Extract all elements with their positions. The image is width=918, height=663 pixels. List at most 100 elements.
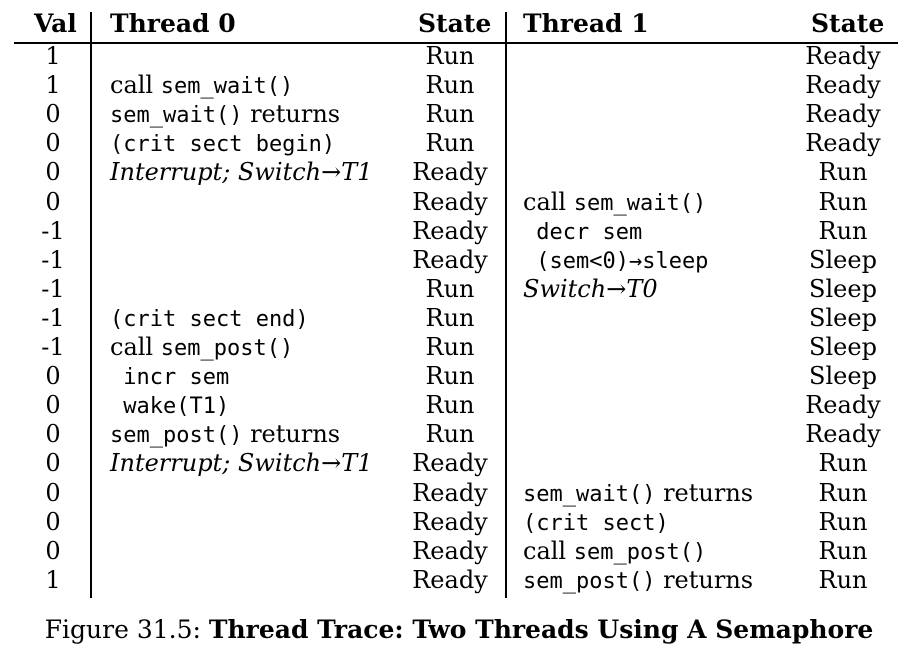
thread-0-state-cell: Run <box>425 100 475 129</box>
table-row: 0 incr sem Run Sleep <box>0 362 918 391</box>
event-text: (crit sect) <box>523 510 669 536</box>
semaphore-value-cell: 0 <box>45 449 61 478</box>
thread-0-event-cell: (crit sect begin) <box>110 129 335 158</box>
event-text: Interrupt; Switch→T1 <box>110 158 373 187</box>
thread-0-state-cell: Ready <box>412 187 488 216</box>
semaphore-value-cell: 0 <box>45 478 61 507</box>
thread-1-state-cell: Run <box>818 449 868 478</box>
thread-0-event-cell: wake(T1) <box>110 391 229 420</box>
thread-0-state-cell: Run <box>425 420 475 449</box>
thread-1-state-cell: Sleep <box>809 333 877 361</box>
header-thread-1: Thread 1 <box>523 9 649 38</box>
thread-0-state-cell: Run <box>425 362 475 391</box>
table-row: 0 Ready call sem_post() Run <box>0 537 918 566</box>
semaphore-value-cell: 1 <box>45 565 61 594</box>
semaphore-value-cell: -1 <box>41 245 65 274</box>
event-text: sem_wait() <box>160 74 294 100</box>
thread-0-state-cell: Run <box>425 129 475 158</box>
thread-1-state-cell: Ready <box>805 420 881 449</box>
event-text: decr sem <box>523 219 643 245</box>
thread-1-state-cell: Ready <box>805 391 881 420</box>
event-text: sem_post() <box>523 568 656 594</box>
event-text: call <box>523 187 574 216</box>
semaphore-value-cell: 1 <box>45 71 61 100</box>
thread-1-state-cell: Run <box>818 507 868 536</box>
thread-0-state-cell: Ready <box>412 565 488 594</box>
thread-1-event-cell: (crit sect) <box>523 508 669 537</box>
event-text: sem_post() <box>573 539 707 565</box>
thread-1-state-cell: Run <box>818 478 868 507</box>
table-row: 0 Ready (crit sect) Run <box>0 508 918 537</box>
event-text: sem_wait() <box>573 190 707 216</box>
thread-1-state-cell: Sleep <box>809 274 877 303</box>
event-text: Switch→T0 <box>523 274 658 303</box>
thread-0-event-cell: sem_post() returns <box>110 420 340 449</box>
semaphore-value-cell: -1 <box>41 303 65 332</box>
thread-0-state-cell: Ready <box>412 478 488 507</box>
table-row: 0 Interrupt; Switch→T1 Ready Run <box>0 449 918 478</box>
caption-title: Thread Trace: Two Threads Using A Semaph… <box>208 615 874 644</box>
semaphore-value-cell: 0 <box>45 507 61 536</box>
thread-1-event-cell: (sem<0)→sleep <box>523 246 708 275</box>
thread-1-state-cell: Ready <box>805 71 881 100</box>
event-text: call <box>523 536 574 565</box>
thread-1-state-cell: Run <box>818 187 868 216</box>
thread-1-state-cell: Ready <box>805 129 881 158</box>
thread-0-state-cell: Ready <box>412 449 488 478</box>
thread-0-state-cell: Run <box>425 274 475 303</box>
event-text: call <box>110 333 161 361</box>
event-text: sem_post() <box>160 336 294 361</box>
table-row: 0 sem_post() returns Run Ready <box>0 420 918 449</box>
event-text: wake(T1) <box>110 394 230 420</box>
column-divider-val <box>90 12 92 598</box>
event-text: incr sem <box>110 365 230 391</box>
header-state-0: State <box>418 9 492 38</box>
thread-1-state-cell: Run <box>818 536 868 565</box>
thread-1-state-cell: Ready <box>805 100 881 129</box>
event-text: returns <box>655 565 754 594</box>
thread-1-state-cell: Sleep <box>809 303 877 332</box>
thread-0-state-cell: Ready <box>412 158 488 187</box>
table-row: 1 Ready sem_post() returns Run <box>0 566 918 595</box>
thread-0-state-cell: Ready <box>412 536 488 565</box>
thread-1-event-cell: sem_post() returns <box>523 566 753 595</box>
semaphore-value-cell: 0 <box>45 100 61 129</box>
event-text: returns <box>242 100 341 129</box>
thread-1-state-cell: Run <box>818 565 868 594</box>
header-thread-0: Thread 0 <box>110 9 236 38</box>
thread-1-event-cell: call sem_post() <box>523 537 706 566</box>
thread-0-state-cell: Run <box>425 333 475 361</box>
semaphore-value-cell: 1 <box>45 42 61 70</box>
header-state-1: State <box>811 9 885 38</box>
semaphore-value-cell: 0 <box>45 420 61 449</box>
event-text: sem_post() <box>110 423 243 449</box>
semaphore-value-cell: 0 <box>45 536 61 565</box>
thread-1-state-cell: Sleep <box>809 362 877 391</box>
thread-0-state-cell: Ready <box>412 507 488 536</box>
table-row: -1 call sem_post() Run Sleep <box>0 333 918 362</box>
thread-0-event-cell: Interrupt; Switch→T1 <box>110 449 373 478</box>
semaphore-value-cell: 0 <box>45 362 61 391</box>
event-text: sem_wait() <box>523 481 656 507</box>
thread-0-event-cell: (crit sect end) <box>110 304 309 333</box>
thread-1-event-cell: decr sem <box>523 217 642 246</box>
semaphore-value-cell: -1 <box>41 333 65 361</box>
thread-1-state-cell: Run <box>818 216 868 245</box>
thread-1-event-cell: call sem_wait() <box>523 188 706 217</box>
thread-0-state-cell: Run <box>425 42 475 70</box>
thread-0-event-cell: sem_wait() returns <box>110 100 340 129</box>
thread-0-state-cell: Ready <box>412 216 488 245</box>
semaphore-value-cell: 0 <box>45 391 61 420</box>
